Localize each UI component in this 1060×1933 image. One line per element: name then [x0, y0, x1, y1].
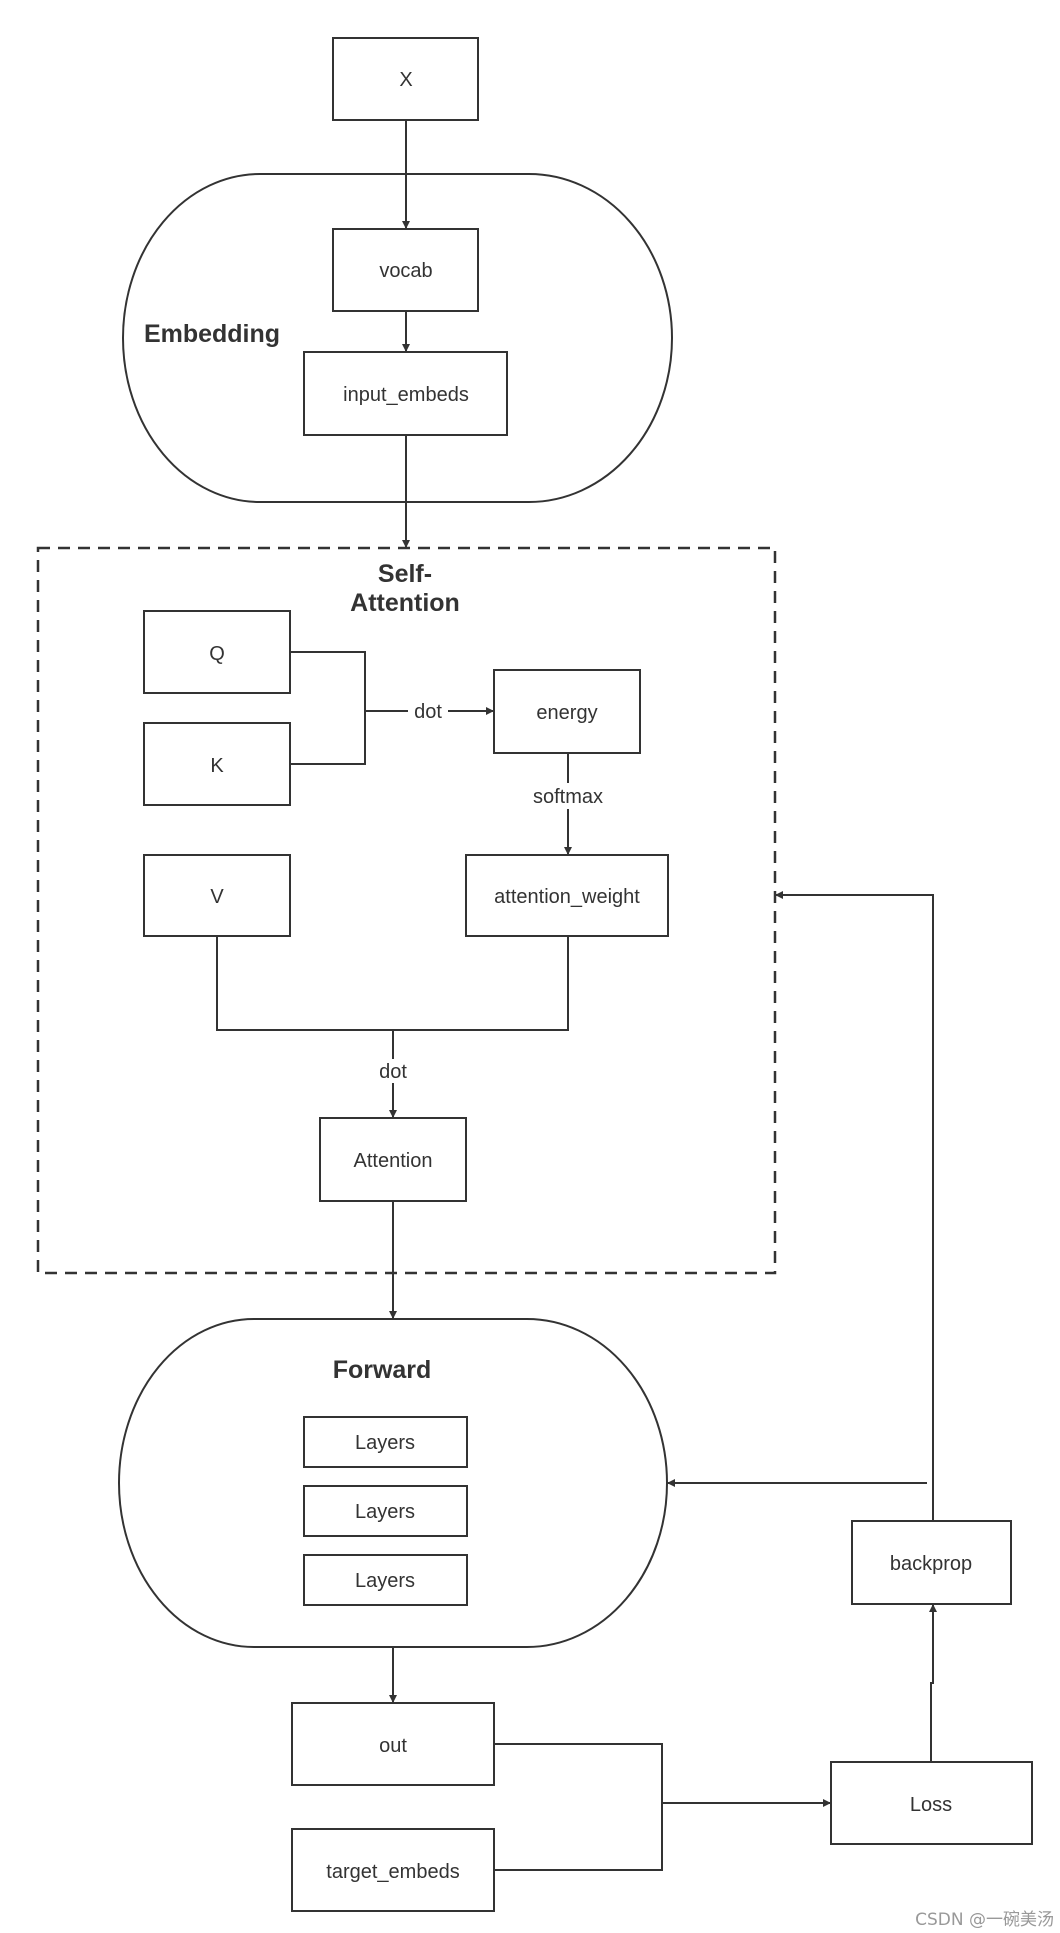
node-q-box — [143, 610, 291, 694]
node-input-embeds-box — [303, 351, 508, 436]
node-k-label: K — [210, 755, 224, 777]
node-target-embeds-label: target_embeds — [326, 1861, 459, 1883]
node-v-box — [143, 854, 291, 937]
node-energy-box — [493, 669, 641, 754]
watermark-text: CSDN @一碗美汤 — [915, 1910, 1054, 1930]
node-vocab-label: vocab — [379, 260, 432, 282]
node-attention-weight-label: attention_weight — [494, 886, 640, 908]
edge-q-to-junction — [290, 651, 366, 765]
self-attention-group-title-line2: Attention — [350, 589, 460, 617]
forward-group-title: Forward — [333, 1356, 432, 1384]
edge-backprop-to-self-attention — [775, 891, 934, 1521]
edge-v-and-weight-junction — [216, 936, 569, 1031]
node-layers-2-label: Layers — [355, 1501, 415, 1523]
node-backprop-label: backprop — [890, 1553, 972, 1575]
node-v-label: V — [210, 886, 224, 908]
node-q-label: Q — [209, 643, 225, 665]
edge-out-target-junction — [494, 1743, 663, 1871]
node-attention-box — [319, 1117, 467, 1202]
node-out-box — [291, 1702, 495, 1786]
node-x-label: X — [399, 69, 412, 91]
node-input-embeds-label: input_embeds — [343, 384, 469, 406]
node-vocab-box — [332, 228, 479, 312]
edge-label-qk-dot: dot — [414, 701, 442, 723]
node-layers-2-box — [303, 1485, 468, 1537]
node-out-label: out — [379, 1735, 407, 1757]
edge-label-v-dot: dot — [379, 1061, 407, 1083]
edge-label-softmax: softmax — [533, 786, 603, 808]
node-layers-3-label: Layers — [355, 1570, 415, 1592]
edge-label-bg-softmax — [526, 783, 610, 809]
edge-loss-to-backprop — [929, 1604, 937, 1762]
node-target-embeds-box — [291, 1828, 495, 1912]
self-attention-group-title: Self- — [378, 560, 432, 588]
node-layers-1-box — [303, 1416, 468, 1468]
node-attention-weight-box — [465, 854, 669, 937]
node-k-box — [143, 722, 291, 806]
node-layers-3-box — [303, 1554, 468, 1606]
node-attention-label: Attention — [354, 1150, 433, 1172]
node-loss-box — [830, 1761, 1033, 1845]
node-layers-1-label: Layers — [355, 1432, 415, 1454]
edge-label-bg-qk-dot — [408, 699, 448, 723]
node-backprop-box — [851, 1520, 1012, 1605]
node-energy-label: energy — [536, 702, 597, 724]
edge-label-bg-v-dot — [373, 1059, 413, 1083]
node-x-box — [332, 37, 479, 121]
node-loss-label: Loss — [910, 1794, 952, 1816]
forward-group-shape — [118, 1318, 668, 1648]
embedding-group-shape — [122, 173, 673, 503]
embedding-group-title: Embedding — [144, 320, 280, 348]
